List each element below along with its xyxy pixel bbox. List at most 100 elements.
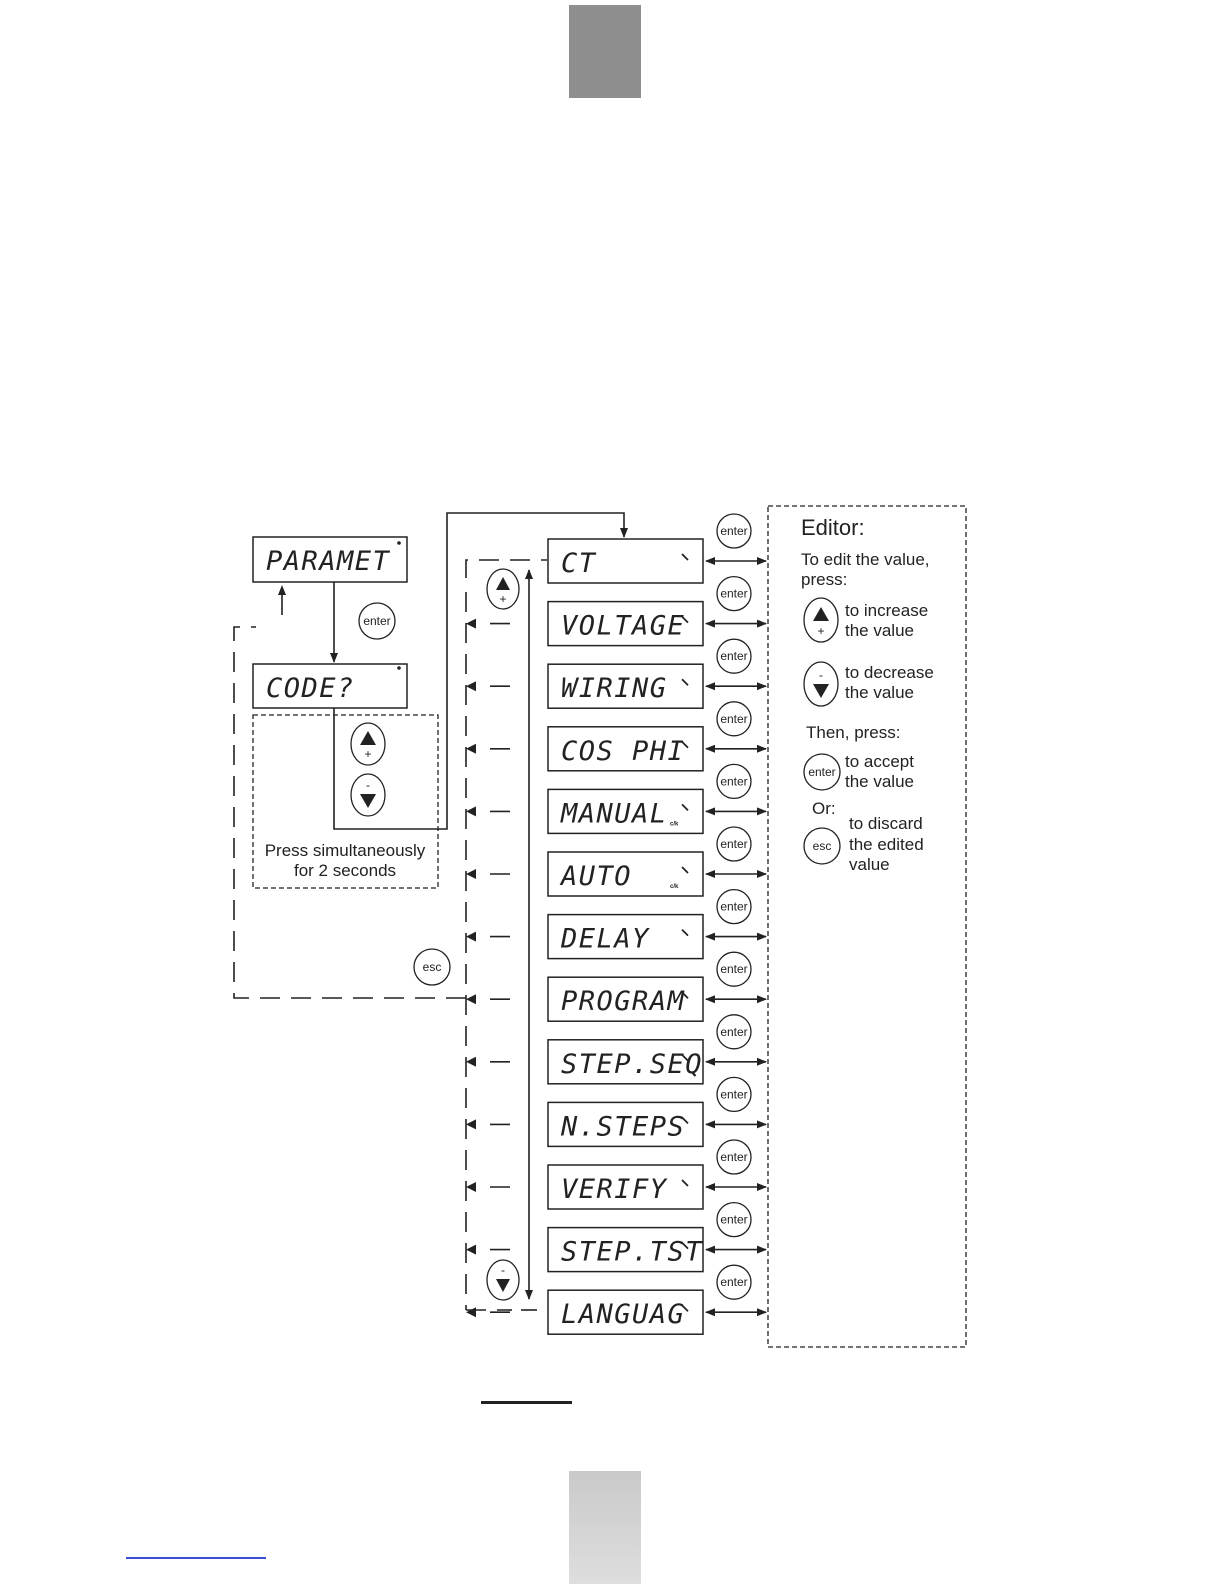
menu-item-cursor-mark — [681, 553, 689, 561]
menu-item-cursor-mark — [681, 615, 689, 624]
menu-item-display — [547, 1164, 704, 1210]
parameter-display-text: PARAMET — [266, 546, 391, 577]
menu-item-label: STEP.TST — [561, 1237, 703, 1268]
return-arrow-icon — [466, 1056, 476, 1067]
editor-then: Then, press: — [806, 723, 901, 742]
menu-item[interactable]: STEP.TST — [547, 1226, 704, 1273]
enter-button-label: enter — [720, 524, 747, 538]
esc-button[interactable]: esc — [413, 948, 451, 986]
editor-discard-2: the edited — [849, 835, 924, 854]
enter-button[interactable]: enter — [716, 1014, 752, 1050]
menu-item[interactable]: PROGRAM — [547, 976, 704, 1022]
menu-item-display — [547, 1039, 704, 1085]
enter-button[interactable]: enter — [716, 513, 752, 549]
footer-link-underline — [126, 1557, 266, 1559]
menu-item-label: STEP.SEQ — [561, 1049, 703, 1080]
editor-accept-2: the value — [845, 772, 914, 791]
code-display: CODE? — [252, 663, 408, 709]
menu-item-display — [547, 851, 704, 897]
editor-decrease-2: the value — [845, 683, 914, 702]
menu-item-cursor-mark — [681, 866, 689, 874]
menu-item[interactable]: VERIFY — [547, 1164, 704, 1210]
return-arrow-icon — [466, 1244, 476, 1255]
enter-button-label: enter — [720, 1150, 747, 1164]
editor-title: Editor: — [801, 515, 865, 540]
scroll-down-button[interactable]: - — [486, 1259, 520, 1301]
enter-button[interactable]: enter — [716, 638, 752, 674]
enter-button[interactable]: enter — [716, 1201, 752, 1238]
minus-label: - — [819, 668, 823, 682]
up-button[interactable]: + — [350, 722, 386, 766]
menu-item-label: LANGUAG — [561, 1299, 685, 1330]
page-tab-bottom — [569, 1471, 641, 1584]
menu-item-cursor-mark — [681, 1241, 689, 1250]
esc-button-label: esc — [813, 839, 832, 853]
enter-button-label: enter — [720, 1025, 747, 1039]
menu-item-cursor-mark — [681, 1116, 689, 1125]
code-display-text: CODE? — [266, 673, 355, 704]
menu-item-label: N.STEPS — [560, 1111, 685, 1142]
enter-button[interactable]: enter — [716, 1076, 752, 1113]
minus-label: - — [366, 778, 370, 792]
menu-item-display — [547, 1226, 704, 1273]
menu-item[interactable]: VOLTAGE — [547, 600, 704, 647]
editor-or: Or: — [812, 799, 836, 818]
return-arrow-icon — [466, 681, 476, 692]
hint-box — [252, 714, 439, 889]
enter-button[interactable]: enter — [716, 888, 752, 925]
down-arrow-icon — [813, 684, 829, 698]
down-button[interactable]: - — [350, 773, 386, 817]
menu-item-cursor-mark — [681, 1054, 689, 1062]
up-arrow-icon — [813, 607, 829, 621]
menu-item-cursor-mark — [681, 991, 689, 999]
return-arrow-icon — [466, 618, 476, 629]
down-arrow-icon — [496, 1279, 510, 1292]
enter-button-label: enter — [720, 962, 747, 976]
menu-item[interactable]: STEP.SEQ — [547, 1039, 704, 1085]
menu-item[interactable]: COS PHI — [547, 726, 704, 772]
enter-button[interactable]: enter — [716, 701, 752, 737]
menu-item-label: VOLTAGE — [561, 611, 685, 642]
return-arrow-icon — [466, 1307, 476, 1318]
enter-button[interactable]: enter — [716, 1264, 752, 1300]
editor-panel — [767, 505, 967, 1348]
menu-item[interactable]: DELAY — [547, 913, 704, 960]
menu-item[interactable]: CT — [547, 538, 704, 584]
menu-item-display — [547, 663, 704, 709]
enter-button[interactable]: enter — [716, 826, 752, 862]
menu-item-label: AUTO — [559, 861, 632, 892]
enter-button-label: enter — [720, 1275, 747, 1289]
menu-item-display — [547, 913, 704, 960]
section-underline — [481, 1401, 572, 1404]
enter-button[interactable]: enter — [716, 1139, 752, 1175]
scroll-up-button[interactable]: + — [486, 568, 520, 610]
menu-dashed-bracket — [465, 559, 547, 1311]
enter-button[interactable]: enter — [358, 602, 396, 640]
return-arrow-icon — [466, 743, 476, 754]
menu-item-display — [547, 788, 704, 835]
enter-button[interactable]: enter — [716, 763, 752, 800]
parameter-display: PARAMET — [252, 536, 408, 583]
menu-item-display — [547, 726, 704, 772]
menu-item-display — [547, 976, 704, 1022]
menu-item[interactable]: N.STEPS — [547, 1101, 704, 1148]
enter-button[interactable]: enter — [716, 951, 752, 987]
menu-item[interactable]: LANGUAG — [547, 1289, 704, 1335]
return-arrow-icon — [466, 994, 476, 1005]
enter-button-label: enter — [720, 774, 747, 788]
editor-accept-1: to accept — [845, 752, 914, 771]
menu-item-indicator: c/k — [670, 884, 679, 890]
menu-item[interactable]: WIRING — [547, 663, 704, 709]
editor-esc-button: esc — [803, 827, 841, 865]
minus-label: - — [501, 1263, 505, 1277]
enter-button[interactable]: enter — [716, 575, 752, 612]
page-tab-top — [569, 5, 641, 98]
menu-item[interactable]: AUTO c/k — [547, 851, 704, 897]
enter-button-label: enter — [808, 765, 835, 779]
up-arrow-icon — [360, 731, 376, 745]
menu-item-label: PROGRAM — [561, 986, 686, 1017]
enter-button-label: enter — [720, 900, 747, 914]
